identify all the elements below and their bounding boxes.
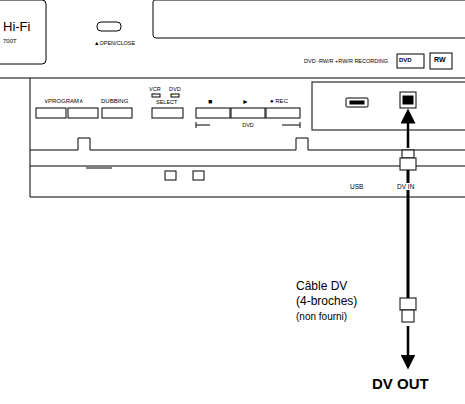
front-rail <box>30 197 465 198</box>
dubbing-button <box>102 108 132 118</box>
dvd-logo <box>397 54 424 68</box>
group-label: DVD <box>242 122 254 128</box>
front-slot <box>86 168 112 169</box>
button-symbol: ► <box>242 98 249 106</box>
model-badge: Hi-Fi <box>3 20 30 34</box>
vcr-led <box>152 94 160 97</box>
dv-plug-tip <box>402 150 414 158</box>
front-sensor <box>165 171 176 180</box>
cable-label: (4-broches) <box>296 295 357 308</box>
cable-label: Câble DV <box>296 280 347 293</box>
select-button <box>152 108 183 118</box>
usb-port-tongue <box>350 101 364 104</box>
format-label: DVD -RW/R +RW/R RECORDING <box>304 58 388 64</box>
panel-edge <box>30 78 31 197</box>
dvd-bracket <box>196 122 300 128</box>
program-up-button <box>68 108 98 118</box>
open-close-button <box>97 22 121 31</box>
dvd-led <box>171 94 179 97</box>
button-label: SELECT <box>156 99 177 105</box>
front-rail <box>30 138 465 150</box>
button-label: DUBBING <box>101 98 128 105</box>
insert-arrow <box>407 116 410 148</box>
button-symbol: ■ <box>208 98 212 106</box>
logo-text: DVD <box>399 57 412 64</box>
program-down-button <box>36 108 66 118</box>
cable-label: (non fourni) <box>296 311 347 322</box>
rec-button <box>266 108 300 118</box>
rw-logo <box>430 53 452 69</box>
dv-plug-tip <box>402 310 414 322</box>
front-sensor <box>193 171 204 180</box>
dv-in-jack <box>400 92 416 108</box>
model-number: 700T <box>3 38 17 45</box>
play-button <box>231 108 265 118</box>
button-label: ▲OPEN/CLOSE <box>94 40 135 46</box>
dv-plug-body <box>400 298 416 310</box>
port-label: DV IN <box>396 183 415 190</box>
stop-button <box>196 108 230 118</box>
output-arrow <box>407 326 410 362</box>
dv-plug-body <box>400 158 416 170</box>
port-label: DV OUT <box>372 376 429 393</box>
panel-edge <box>0 78 465 79</box>
port-label: USB <box>350 183 363 190</box>
led-label: DVD <box>169 86 181 92</box>
button-label: ∨PROGRAM∧ <box>44 98 83 105</box>
button-label: ● REC <box>270 98 288 105</box>
display-window <box>0 0 46 64</box>
led-label: VCR <box>149 86 161 92</box>
dv-in-socket <box>403 96 413 104</box>
jack-door <box>312 82 465 130</box>
disc-tray <box>153 0 465 38</box>
logo-text: RW <box>434 56 446 64</box>
usb-port <box>346 98 368 107</box>
